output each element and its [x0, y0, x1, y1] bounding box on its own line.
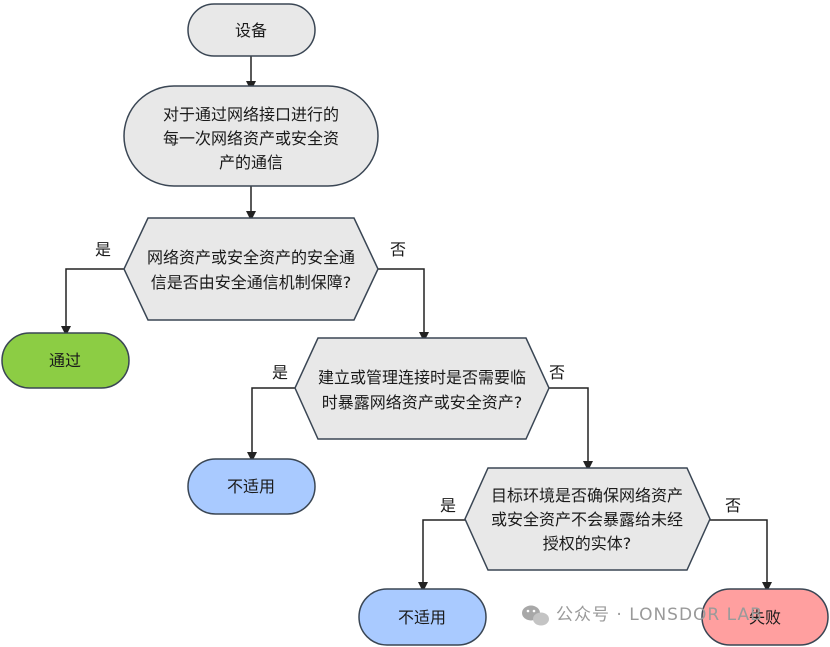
edge-decision1-yes	[61, 268, 124, 336]
no-label-1: 否	[390, 240, 406, 259]
pass-label: 通过	[49, 351, 81, 370]
process-line-2: 每一次网络资产或安全资	[163, 129, 339, 148]
decision-1-line-1: 网络资产或安全资产的安全通	[147, 248, 355, 267]
na-node-1: 不适用	[187, 458, 316, 515]
pass-node: 通过	[1, 332, 130, 389]
edge-decision2-yes	[247, 387, 295, 462]
decision-2-line-2: 时暴露网络资产或安全资产?	[322, 393, 523, 412]
watermark-text: 公众号 · LONSDOR LAB	[556, 605, 763, 625]
yes-label-3: 是	[440, 496, 456, 515]
start-label: 设备	[235, 21, 267, 40]
process-node: 对于通过网络接口进行的 每一次网络资产或安全资 产的通信	[123, 85, 379, 187]
na-node-2: 不适用	[358, 588, 487, 646]
no-label-3: 否	[725, 496, 741, 515]
connectors	[61, 56, 772, 592]
decision-3-line-3: 授权的实体?	[543, 534, 632, 553]
no-label-2: 否	[549, 363, 565, 382]
decision-2-line-1: 建立或管理连接时是否需要临	[318, 368, 526, 387]
edge-decision3-no	[710, 519, 772, 592]
edge-decision1-no	[378, 268, 429, 342]
wechat-icon	[522, 605, 549, 626]
yes-label-2: 是	[272, 363, 288, 382]
decision-1-line-2: 信是否由安全通信机制保障?	[151, 273, 352, 292]
decision-1: 网络资产或安全资产的安全通 信是否由安全通信机制保障?	[123, 217, 379, 321]
decision-3-line-1: 目标环境是否确保网络资产	[491, 486, 683, 505]
fail-node: 失败	[701, 588, 829, 646]
process-line-3: 产的通信	[219, 153, 283, 172]
decision-3-line-2: 或安全资产不会暴露给未经	[491, 510, 683, 529]
edge-decision2-no	[549, 387, 593, 471]
na-label-2: 不适用	[398, 608, 446, 627]
edge-decision3-yes	[418, 519, 465, 592]
decision-3: 目标环境是否确保网络资产 或安全资产不会暴露给未经 授权的实体?	[464, 467, 711, 571]
process-line-1: 对于通过网络接口进行的	[163, 105, 339, 124]
decision-2: 建立或管理连接时是否需要临 时暴露网络资产或安全资产?	[294, 337, 550, 440]
yes-label-1: 是	[95, 240, 111, 259]
watermark: 公众号 · LONSDOR LAB	[522, 605, 763, 626]
start-node: 设备	[187, 3, 316, 57]
fail-label: 失败	[749, 608, 781, 627]
na-label-1: 不适用	[227, 477, 275, 496]
